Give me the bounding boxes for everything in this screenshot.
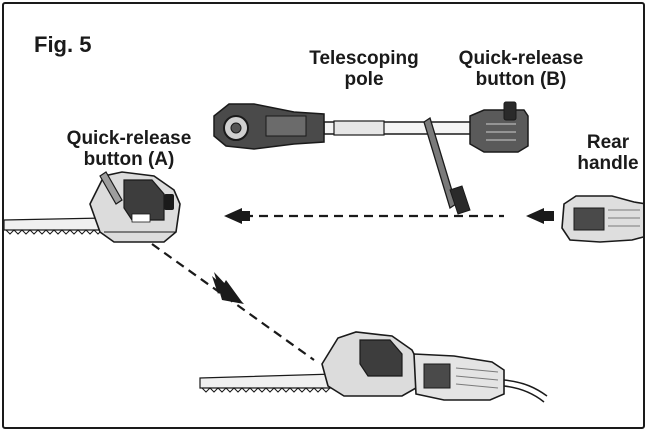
telescoping-pole-assembly [213,101,529,215]
assembled-trimmer [199,331,548,403]
label-quick-release-a: Quick-release button (A) [44,128,214,170]
dashed-arrows [151,208,554,361]
trimmer-head-left [4,171,181,243]
power-cord [503,379,548,397]
label-quick-release-a-line2: button (A) [83,149,175,170]
pole-sleeve [333,120,385,136]
label-rear-handle-line2: handle [577,153,639,174]
arrow-left-from-handle [526,208,544,224]
rear-handle [561,195,643,243]
label-quick-release-b-line2: button (B) [475,69,567,90]
label-quick-release-a-line1: Quick-release [66,128,192,149]
assembly-illustration [4,101,643,403]
quick-release-button-b [503,101,517,121]
pole-coupler [469,109,529,153]
label-rear-handle: Rear handle [572,132,643,174]
label-telescoping-pole-line2: pole [344,69,384,90]
figure-title: Fig. 5 [34,32,92,57]
arrow-left-main [224,208,242,224]
label-telescoping-pole: Telescoping pole [300,48,428,90]
quick-release-button-a [164,194,174,210]
label-rear-handle-line1: Rear [586,132,630,153]
label-telescoping-pole-line1: Telescoping [309,48,419,69]
blade-bottom [199,373,335,389]
label-quick-release-b: Quick-release button (B) [451,48,591,90]
label-quick-release-b-line1: Quick-release [458,48,584,69]
blade-left [4,217,105,231]
dashed-line-diagonal [151,243,315,361]
